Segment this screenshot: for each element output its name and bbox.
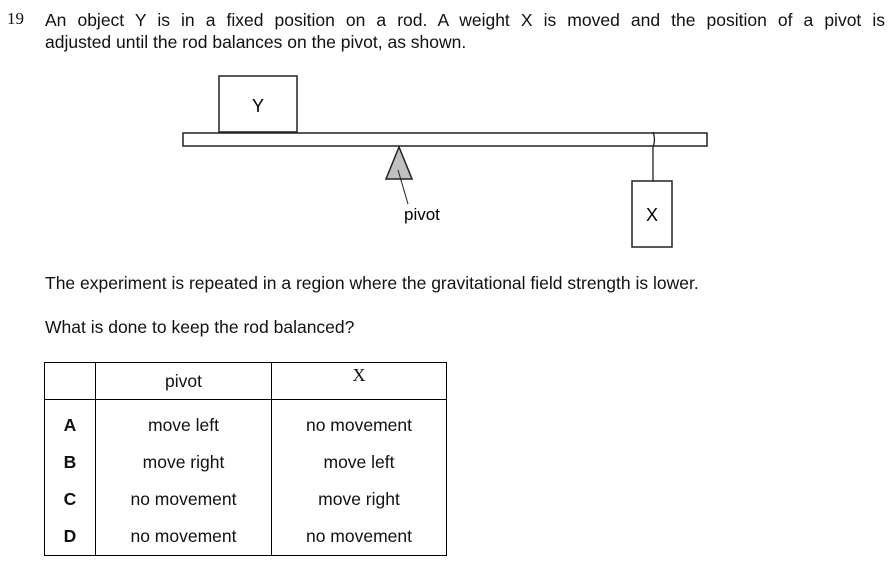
option-pivot: no movement <box>95 518 272 556</box>
table-header-row: pivot X <box>44 362 447 400</box>
option-pivot: move left <box>95 399 272 444</box>
option-key[interactable]: D <box>44 518 96 556</box>
option-pivot: no movement <box>95 481 272 518</box>
pivot-label: pivot <box>404 205 440 224</box>
question-stem-line-2: adjusted until the rod balances on the p… <box>45 32 467 52</box>
weight-x-label: X <box>646 205 658 225</box>
option-row-c[interactable]: C no movement move right <box>44 481 447 518</box>
option-x: no movement <box>271 518 447 556</box>
header-blank <box>44 362 96 400</box>
scenario-text: The experiment is repeated in a region w… <box>45 273 699 293</box>
option-x: move left <box>271 444 447 481</box>
header-x: X <box>271 362 447 400</box>
string <box>652 131 656 181</box>
balance-diagram: Y pivot X <box>182 75 708 248</box>
pivot-triangle <box>384 145 414 180</box>
question-number: 19 <box>7 9 24 28</box>
option-x: no movement <box>271 399 447 444</box>
option-key[interactable]: B <box>44 444 96 481</box>
option-row-a[interactable]: A move left no movement <box>44 399 447 444</box>
weight-x-box <box>631 180 673 248</box>
option-pivot: move right <box>95 444 272 481</box>
option-key[interactable]: C <box>44 481 96 518</box>
header-pivot: pivot <box>95 362 272 400</box>
rod <box>182 132 708 147</box>
pivot-label-leader <box>397 169 409 205</box>
object-y-label: Y <box>252 96 264 116</box>
option-row-b[interactable]: B move right move left <box>44 444 447 481</box>
question-prompt: What is done to keep the rod balanced? <box>45 317 355 337</box>
answer-options-table: pivot X A move left no movement B move r… <box>44 362 447 556</box>
object-y-box <box>218 75 298 133</box>
option-row-d[interactable]: D no movement no movement <box>44 518 447 556</box>
question-stem: An object Y is in a fixed position on a … <box>45 9 885 53</box>
option-x: move right <box>271 481 447 518</box>
question-stem-line-1: An object Y is in a fixed position on a … <box>45 10 885 30</box>
option-key[interactable]: A <box>44 399 96 444</box>
